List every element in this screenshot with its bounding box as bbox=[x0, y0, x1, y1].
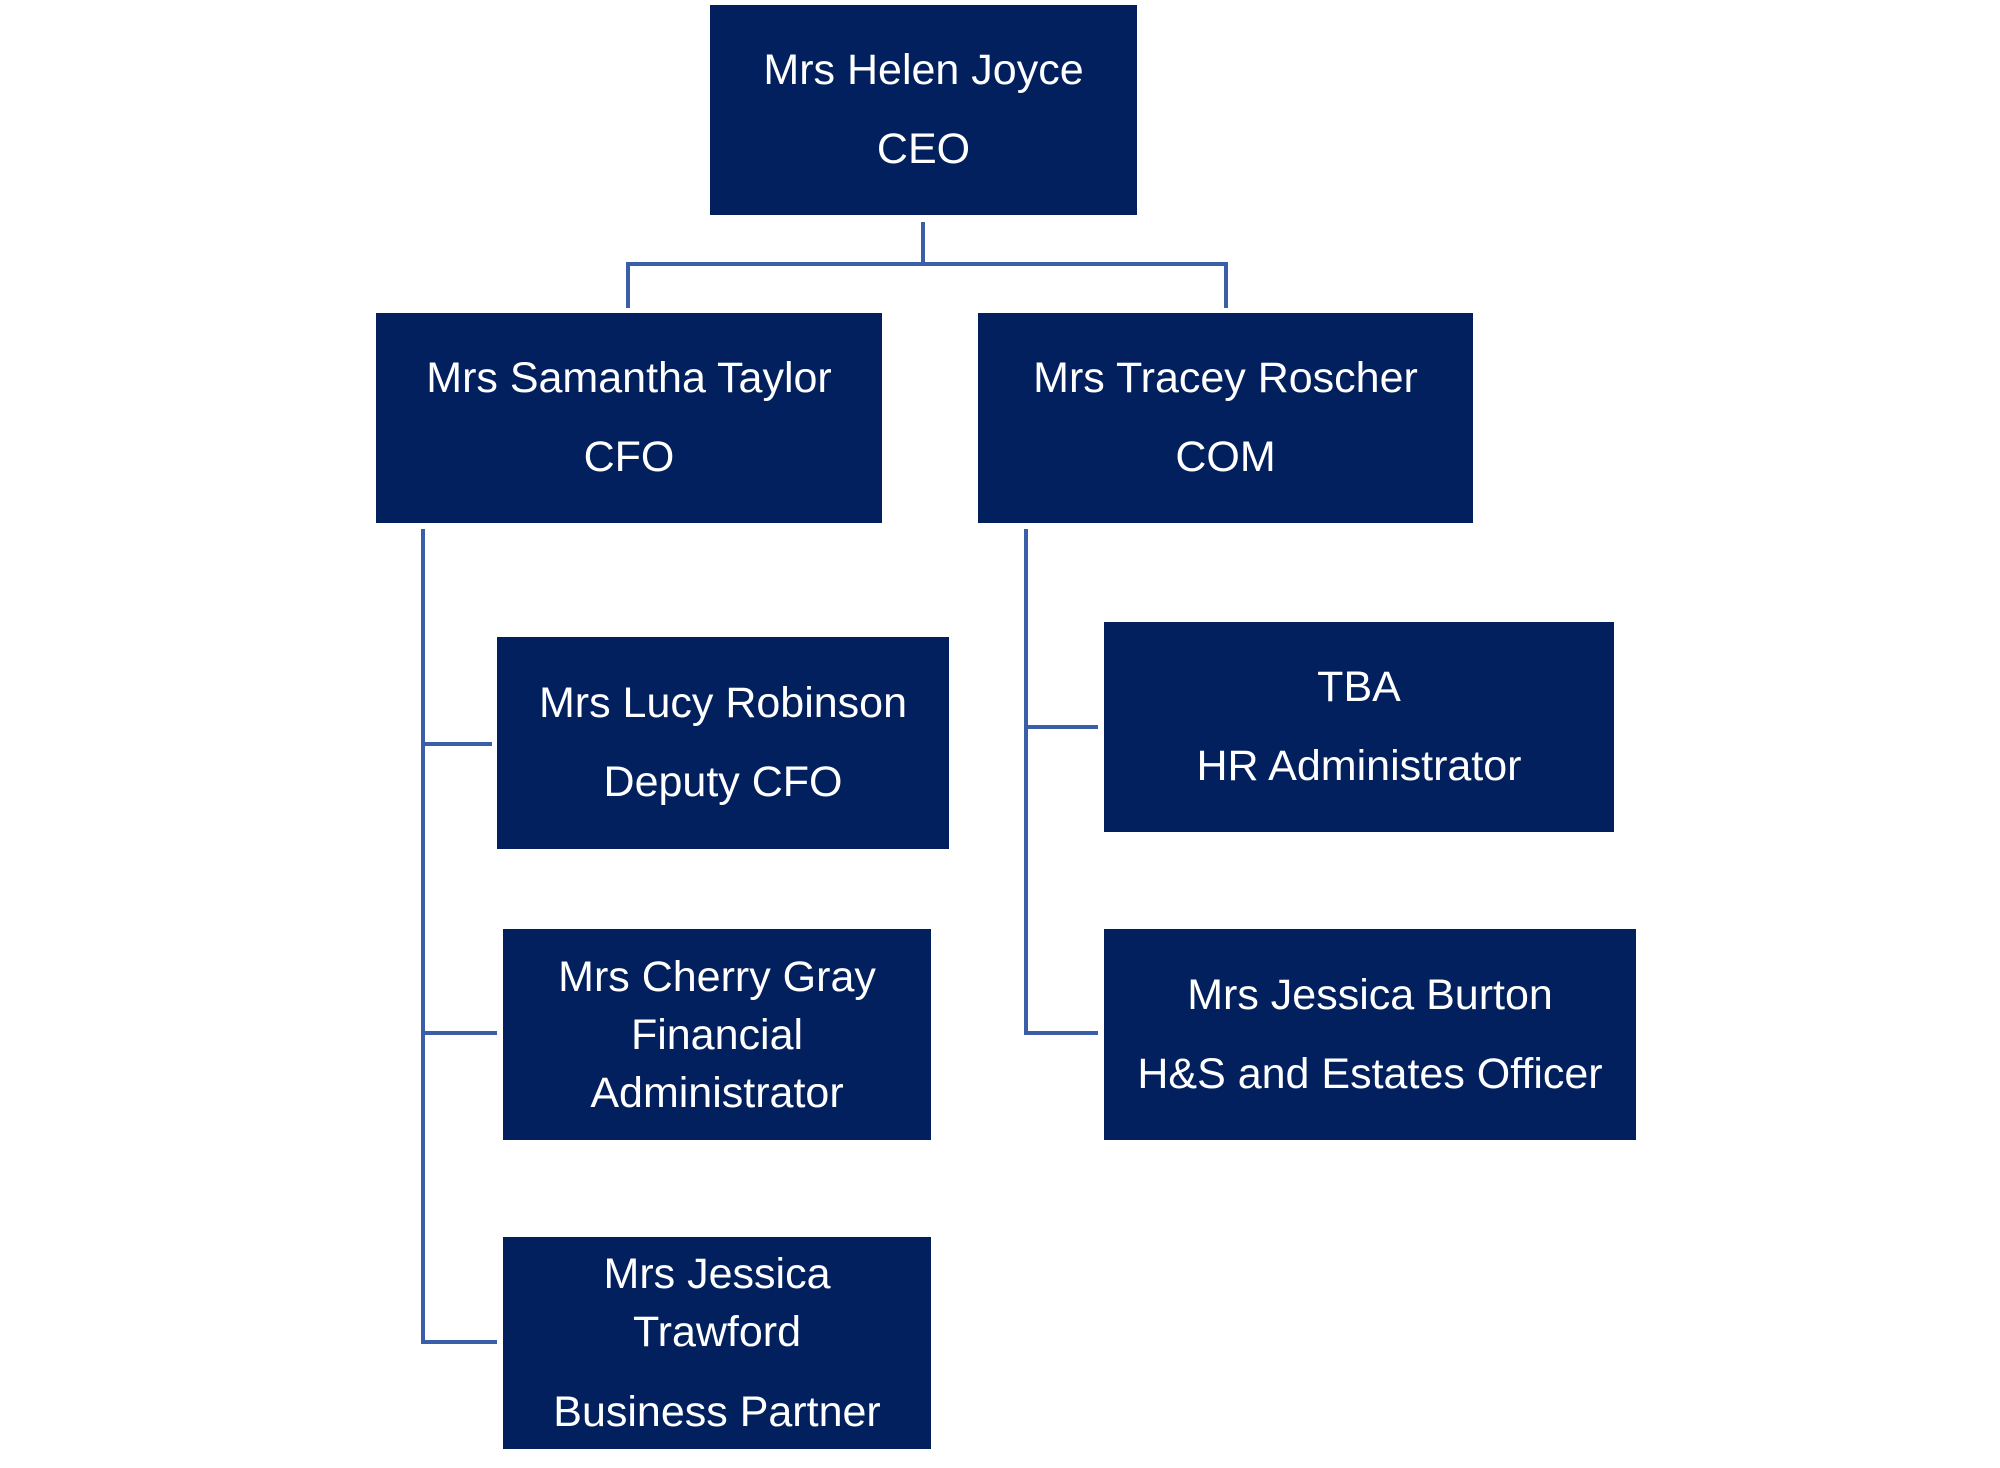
connector-to-hr-admin bbox=[1024, 725, 1098, 729]
node-deputy-cfo: Mrs Lucy Robinson Deputy CFO bbox=[497, 637, 949, 849]
node-name: Mrs Samantha Taylor bbox=[426, 354, 832, 402]
node-name: Mrs Helen Joyce bbox=[763, 46, 1084, 94]
node-role: Business Partner bbox=[553, 1388, 881, 1436]
connector-to-hs-officer bbox=[1024, 1031, 1098, 1035]
node-hs-officer: Mrs Jessica Burton H&S and Estates Offic… bbox=[1104, 929, 1636, 1140]
node-fin-admin: Mrs Cherry Gray Financial Administrator bbox=[503, 929, 931, 1140]
node-role: CFO bbox=[583, 433, 675, 481]
node-name-line1: Mrs Jessica bbox=[603, 1250, 831, 1298]
node-name: Mrs Tracey Roscher bbox=[1033, 354, 1418, 402]
connector-to-com bbox=[1224, 262, 1228, 308]
node-role-line1: Financial bbox=[630, 1010, 804, 1059]
connector-to-fin-admin bbox=[421, 1031, 497, 1035]
node-cfo: Mrs Samantha Taylor CFO bbox=[376, 313, 882, 523]
node-role: CEO bbox=[876, 125, 971, 173]
node-ceo: Mrs Helen Joyce CEO bbox=[710, 5, 1137, 215]
node-role: H&S and Estates Officer bbox=[1137, 1049, 1603, 1098]
node-name: Mrs Cherry Gray bbox=[558, 952, 876, 1001]
node-name-line2: Trawford bbox=[632, 1308, 802, 1356]
node-com: Mrs Tracey Roscher COM bbox=[978, 313, 1473, 523]
connector-cfo-spine bbox=[421, 529, 425, 1344]
connector-ceo-down bbox=[921, 222, 925, 266]
connector-ceo-horizontal bbox=[626, 262, 1228, 266]
node-name: TBA bbox=[1317, 663, 1401, 711]
node-role: Deputy CFO bbox=[603, 758, 843, 806]
node-hr-admin: TBA HR Administrator bbox=[1104, 622, 1614, 832]
connector-to-cfo bbox=[626, 262, 630, 308]
connector-com-spine bbox=[1024, 529, 1028, 1035]
connector-to-business-partner bbox=[421, 1340, 497, 1344]
node-name: Mrs Lucy Robinson bbox=[538, 679, 908, 727]
node-role: HR Administrator bbox=[1196, 742, 1522, 790]
connector-to-deputy-cfo bbox=[421, 742, 492, 746]
node-role: COM bbox=[1175, 433, 1276, 481]
node-business-partner: Mrs Jessica Trawford Business Partner bbox=[503, 1237, 931, 1449]
node-role-line2: Administrator bbox=[590, 1068, 844, 1117]
node-name: Mrs Jessica Burton bbox=[1187, 970, 1553, 1019]
